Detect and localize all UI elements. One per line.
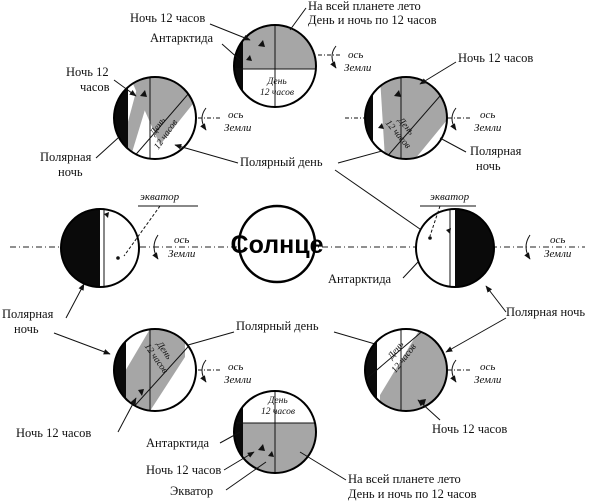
night12-ll-label: Ночь 12 часов [16,426,91,440]
axis-top-label-2: Земли [344,62,372,74]
sun: Солнце [231,204,324,284]
night12-ul-line1: Ночь 12 [66,65,109,79]
antarctica-bottom-label: Антарктида [146,436,210,450]
polar-night-ur-line2: ночь [476,159,501,173]
earth-right [415,208,495,288]
polar-day-upper-label: Полярный день [240,155,323,169]
antarctica-right-label: Антарктида [328,272,392,286]
polar-day-lower-label: Полярный день [236,319,319,333]
axis-ll-label-1: ось [228,361,243,373]
axis-ll-label-2: Земли [224,374,252,386]
summer-bottom-line1: На всей планете лето [348,472,461,486]
axis-ur-label-1: ось [480,109,495,121]
night12-top-label: Ночь 12 часов [130,11,205,25]
axis-ul-label-1: ось [228,109,243,121]
axis-left-label-1: ось [174,234,189,246]
axis-left-label-2: Земли [168,248,196,260]
axis-right-label-2: Земли [544,248,572,260]
day12-top-label-1: День [266,77,287,87]
earth-upper-left: День 12 часов [113,76,222,160]
equator-right-label: экватор [430,191,470,203]
day12-bot-label-2: 12 часов [261,407,295,417]
polar-night-ul-line2: ночь [58,165,83,179]
day12-bot-label-1: День [267,396,288,406]
night12-bottom-label: Ночь 12 часов [146,463,221,477]
polar-night-ur-line1: Полярная [470,144,522,158]
axis-lr-label-2: Земли [474,374,502,386]
night12-lr-label: Ночь 12 часов [432,422,507,436]
summer-bottom-line2: День и ночь по 12 часов [348,487,477,501]
polar-night-right-label: Полярная ночь [506,305,585,319]
earth-bottom: День 12 часов [233,390,317,474]
axis-ur-label-2: Земли [474,122,502,134]
earth-upper-right: День 12 часов [345,76,470,160]
antarctica-top-label: Антарктида [150,31,214,45]
day12-top-label-2: 12 часов [260,88,294,98]
axis-top-label-1: ось [348,49,363,61]
summer-top-line1: На всей планете лето [308,0,421,13]
polar-night-ul-line1: Полярная [40,150,92,164]
equator-left-label: экватор [140,191,180,203]
axis-right-label-1: ось [550,234,565,246]
earth-lower-left: День 12 часов [113,328,222,412]
polar-night-left-line1: Полярная [2,307,54,321]
axis-ul-label-2: Земли [224,122,252,134]
night12-ur-label: Ночь 12 часов [458,51,533,65]
night12-ul-line2: часов [80,80,110,94]
summer-top-line2: День и ночь по 12 часов [308,13,437,27]
earth-top: День 12 часов [233,24,340,108]
axis-lr-label-1: ось [480,361,495,373]
polar-night-left-line2: ночь [14,322,39,336]
sun-label: Солнце [231,231,324,259]
earth-lower-right: День 12 часов [364,328,470,412]
equator-bottom-label: Экватор [170,484,213,498]
earth-left [60,208,140,288]
